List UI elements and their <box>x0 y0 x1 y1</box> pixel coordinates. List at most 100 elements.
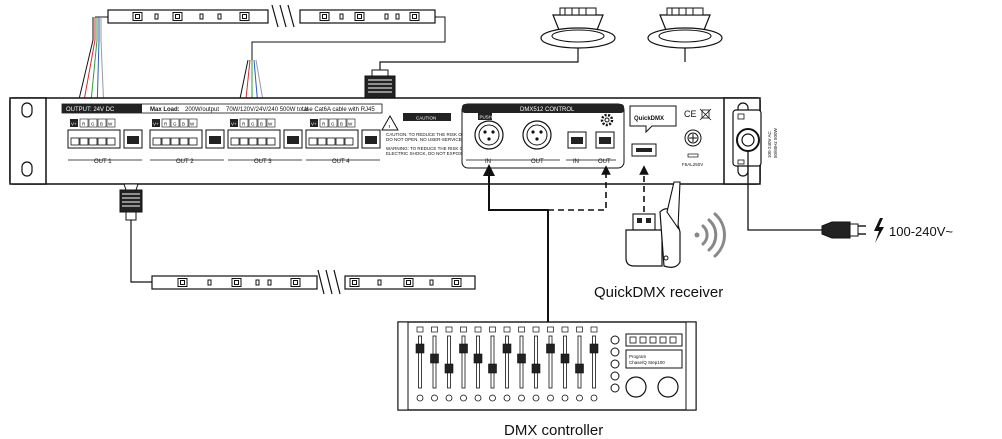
receiver-label: QuickDMX receiver <box>594 284 723 301</box>
fader-4[interactable] <box>459 326 468 402</box>
fader-bank <box>415 326 599 402</box>
caution-text-2: DO NOT OPEN. NO USER-SERVICEABLE PARTS I… <box>386 137 505 142</box>
power-inlet[interactable] <box>732 109 762 167</box>
led-strip-bottom <box>151 269 476 295</box>
svg-text:B: B <box>182 122 185 127</box>
svg-text:V+: V+ <box>231 122 237 127</box>
cable-note: Use Cat6A cable with RJ45 <box>302 107 375 113</box>
controller-knobs[interactable] <box>625 376 679 398</box>
channel-labels-out1: V+ R G B W <box>70 118 116 128</box>
caution-title: CAUTION <box>416 116 436 121</box>
push-label: PUSH <box>480 115 493 120</box>
quickdmx-section: QuickDMX <box>629 105 677 157</box>
svg-text:W: W <box>348 122 353 127</box>
fader-5[interactable] <box>473 326 483 402</box>
lightning-icon <box>874 218 884 243</box>
fader-7[interactable] <box>502 326 512 402</box>
power-spec-2: 50/60Hz 500W <box>773 127 778 158</box>
fader-12[interactable] <box>575 326 584 402</box>
svg-text:G: G <box>91 122 95 127</box>
out-group-4: V+ R G B W OUT 4 <box>305 118 381 165</box>
svg-text:B: B <box>340 122 343 127</box>
dmx-controller: Program Chase/Q Step100 <box>397 321 697 411</box>
xlr-in-port[interactable] <box>474 120 504 150</box>
out-group-2: V+ R G B W OUT 2 <box>149 118 225 165</box>
svg-text:V+: V+ <box>311 122 317 127</box>
svg-text:R: R <box>164 122 168 127</box>
rj45-plug-bottom <box>119 183 143 221</box>
fader-6[interactable] <box>488 326 497 402</box>
dmx-section-title: DMX512 CONTROL <box>520 107 575 113</box>
caution-block: ! CAUTION CAUTION: TO REDUCE THE RISK OF… <box>381 113 505 156</box>
warning-text-1: WARNING: TO REDUCE THE RISK OF FIRE OR <box>386 146 486 151</box>
caution-text-1: CAUTION: TO REDUCE THE RISK OF ELECTRIC … <box>386 132 505 137</box>
svg-text:G: G <box>251 122 255 127</box>
dmx-arrow-dashed <box>548 165 611 211</box>
svg-text:R: R <box>82 122 86 127</box>
chase-label: Chase/Q Step100 <box>629 360 665 365</box>
downlight-cable <box>379 48 686 70</box>
out-group-3: V+ R G B W OUT 3 <box>227 118 303 165</box>
downlight-left <box>540 7 616 49</box>
fader-11[interactable] <box>560 326 570 402</box>
total-load-label: 70W/120V/24V/240 500W total <box>226 107 308 113</box>
fader-3[interactable] <box>444 326 454 402</box>
svg-text:!: ! <box>389 124 391 129</box>
quickdmx-receiver <box>625 181 681 268</box>
dmx-section: DMX512 CONTROL PUSH IN OUT IN OUT <box>461 103 625 169</box>
output-label: OUTPUT: 24V DC <box>66 107 115 113</box>
gear-icon <box>600 113 614 127</box>
quickdmx-brand: QuickDMX <box>634 116 664 122</box>
rj-out-label: OUT <box>598 159 611 165</box>
svg-text:R: R <box>322 122 326 127</box>
svg-text:W: W <box>108 122 113 127</box>
max-load-label: Max Load: <box>150 107 180 113</box>
out-1-label: OUT 1 <box>94 159 112 165</box>
svg-text:R: R <box>242 122 246 127</box>
fader-2[interactable] <box>430 326 439 402</box>
downlight-right <box>647 7 723 49</box>
fader-9[interactable] <box>531 326 541 402</box>
svg-text:V+: V+ <box>153 122 159 127</box>
fuse-holder[interactable] <box>684 129 702 147</box>
controller-display: Program Chase/Q Step100 <box>625 333 683 369</box>
fuse-label: F5AL250V <box>682 162 703 167</box>
fader-10[interactable] <box>546 326 555 402</box>
power-spec-text: 100-240V AC 50/60Hz 500W <box>767 127 778 158</box>
wire-bottom-strip <box>130 220 152 283</box>
warning-text-2: ELECTRIC SHOCK, DO NOT EXPOSE TO RAIN <box>386 151 485 156</box>
power-spec-1: 100-240V AC <box>767 130 772 158</box>
svg-text:G: G <box>173 122 177 127</box>
weee-icon <box>699 108 712 121</box>
fader-8[interactable] <box>517 326 526 402</box>
svg-text:W: W <box>190 122 195 127</box>
ce-mark: CE <box>684 109 697 119</box>
xlr-in-label: IN <box>485 159 491 165</box>
svg-text:V+: V+ <box>71 122 77 127</box>
dmx-arrow-solid <box>483 164 549 322</box>
power-cable <box>747 151 822 231</box>
power-plug <box>821 221 866 239</box>
out-3-label: OUT 3 <box>254 159 272 165</box>
ce-fuse-section: CE F5AL250V <box>682 108 712 167</box>
wireless-signal-icon <box>694 212 726 258</box>
svg-text:W: W <box>268 122 273 127</box>
fader-13[interactable] <box>589 326 599 402</box>
wire-top-strip <box>75 16 108 113</box>
voltage-label: 100-240V~ <box>889 224 953 239</box>
controller-side-buttons <box>610 335 620 393</box>
max-load-value: 200W/output <box>185 107 219 113</box>
panel-info-bar: OUTPUT: 24V DC Max Load: 200W/output 70W… <box>61 103 383 114</box>
out-4-label: OUT 4 <box>332 159 350 165</box>
svg-text:G: G <box>331 122 335 127</box>
out-group-1: V+ R G B W OUT 1 <box>67 118 143 165</box>
controller-label: DMX controller <box>504 422 603 439</box>
rj-in-label: IN <box>573 159 579 165</box>
xlr-out-label: OUT <box>531 159 544 165</box>
out-2-label: OUT 2 <box>176 159 194 165</box>
led-strip-top <box>107 4 436 28</box>
xlr-out-port[interactable] <box>522 120 552 150</box>
fader-1[interactable] <box>415 326 425 402</box>
program-label: Program <box>629 354 647 359</box>
